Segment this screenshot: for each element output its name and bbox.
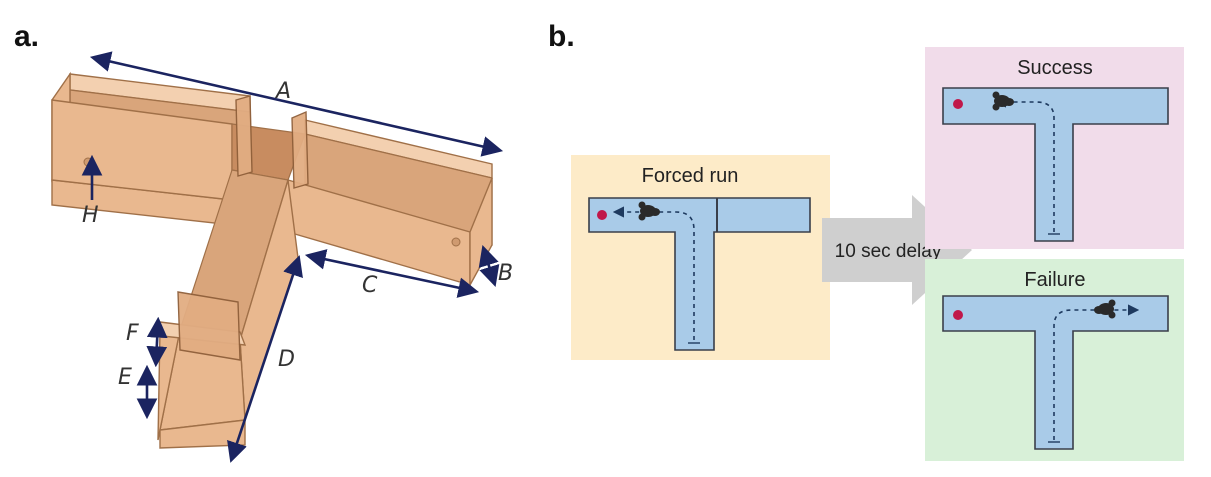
forced-run-maze — [588, 197, 811, 351]
panel-a: a. — [14, 20, 513, 463]
success-path — [994, 96, 1055, 232]
mouse-icon — [992, 91, 1014, 111]
right-door — [291, 110, 309, 189]
success-maze — [942, 87, 1169, 242]
mouse-icon — [638, 201, 660, 221]
dimension-f-arrow — [146, 316, 168, 368]
success-box: Success — [925, 47, 1184, 249]
dimension-c-arrow — [304, 249, 480, 298]
dimension-e-label: E — [118, 365, 132, 390]
left-door — [235, 95, 253, 177]
panel-b: b. Forced run 10 sec delay Succes — [548, 20, 1184, 461]
dimension-f-label: F — [126, 321, 139, 346]
forced-run-title: Forced run — [642, 165, 739, 187]
right-arm-hole — [451, 237, 461, 247]
dimension-b-label: B — [498, 261, 513, 286]
mouse-icon — [1094, 299, 1116, 319]
reward-dot-icon — [953, 99, 963, 109]
failure-path — [1053, 304, 1140, 440]
dimension-d-label: D — [278, 347, 295, 372]
reward-dot-icon — [953, 310, 963, 320]
panel-b-letter: b. — [548, 20, 575, 53]
forced-run-path — [612, 206, 695, 340]
dimension-a-arrow — [89, 51, 504, 157]
dimension-c-label: C — [362, 273, 378, 298]
dimension-d-arrow — [227, 255, 303, 463]
failure-maze — [942, 295, 1169, 450]
t-maze-3d-model — [51, 71, 493, 449]
dimension-a-label: A — [274, 79, 291, 104]
failure-title: Failure — [1024, 269, 1085, 291]
failure-box: Failure — [925, 259, 1184, 461]
forced-run-box: Forced run — [571, 155, 830, 360]
panel-a-letter: a. — [14, 20, 39, 53]
delay-label: 10 sec delay — [835, 241, 942, 262]
dimension-b-arrow — [478, 245, 500, 287]
success-title: Success — [1017, 57, 1093, 79]
reward-dot-icon — [597, 210, 607, 220]
dimension-h-label: H — [82, 203, 99, 228]
start-door — [177, 291, 241, 361]
